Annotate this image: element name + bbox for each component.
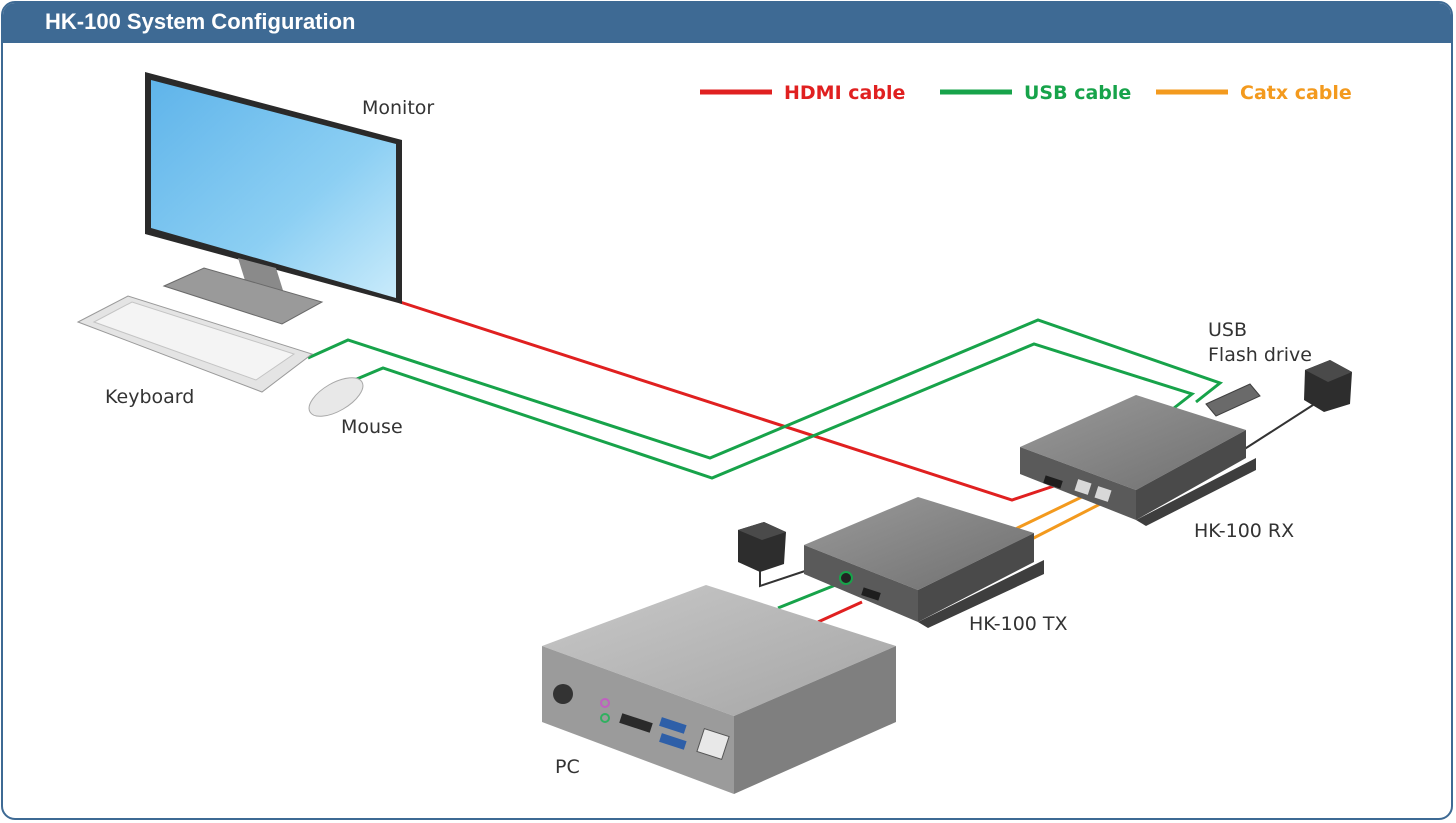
- page-title: HK-100 System Configuration: [45, 9, 356, 34]
- legend-usb-label: USB cable: [1024, 82, 1131, 104]
- pc-audio-port-1: [600, 698, 610, 708]
- usb-flash-drive: [1205, 383, 1261, 417]
- power-adapter-tx: [738, 522, 786, 572]
- rx-side: [1136, 430, 1246, 520]
- monitor-screen: [151, 80, 396, 298]
- power-cable-rx: [1242, 404, 1314, 451]
- tx-usb-port: [839, 571, 853, 585]
- rx-top: [1020, 395, 1246, 490]
- rx-hdmi-port: [1043, 475, 1063, 489]
- tx-side: [918, 533, 1034, 622]
- catx-cable-2: [1019, 498, 1109, 547]
- mouse-body: [308, 377, 364, 417]
- label-usb-line2: Flash drive: [1208, 344, 1312, 366]
- pc: [542, 585, 896, 794]
- legend-catx-label: Catx cable: [1240, 82, 1352, 104]
- header-bar: HK-100 System Configuration: [3, 3, 1451, 43]
- tx-hdmi-port: [861, 587, 881, 601]
- hdmi-cable-pc-tx: [817, 600, 863, 624]
- pc-usb-port-1: [659, 717, 687, 734]
- flash-drive-body: [1205, 383, 1261, 417]
- label-usb-line1: USB: [1208, 319, 1247, 341]
- legend-hdmi-label: HDMI cable: [784, 82, 905, 104]
- label-pc: PC: [555, 756, 580, 778]
- pc-hdmi-port: [619, 713, 653, 733]
- legend: HDMI cable USB cable Catx cable: [700, 82, 1352, 104]
- label-hk100-tx: HK-100 TX: [969, 613, 1068, 635]
- mouse: [308, 377, 364, 417]
- rx-flange: [1136, 458, 1256, 526]
- label-keyboard: Keyboard: [105, 386, 194, 408]
- usb-cable-keyboard-rx: [307, 318, 1224, 460]
- monitor-stand: [162, 267, 324, 325]
- pc-side: [734, 646, 896, 794]
- rx-rj45-port-1: [1074, 479, 1092, 495]
- tx-flange: [918, 560, 1044, 628]
- tx-front: [804, 545, 918, 622]
- pc-power-jack: [553, 684, 573, 704]
- label-monitor: Monitor: [362, 97, 434, 119]
- power-adapter-rx: [1304, 360, 1352, 412]
- label-hk100-rx: HK-100 RX: [1194, 520, 1294, 542]
- keyboard-keys: [92, 301, 296, 381]
- rx-rj45-port-2: [1094, 486, 1112, 502]
- usb-cable-pc-tx: [777, 582, 839, 610]
- hdmi-cable-monitor-rx: [399, 300, 1061, 502]
- usb-cable-mouse-rx: [344, 342, 1196, 480]
- keyboard: [76, 295, 314, 393]
- tx-top: [804, 497, 1034, 590]
- label-mouse: Mouse: [341, 416, 403, 438]
- pc-audio-port-2: [600, 713, 610, 723]
- hk100-rx-device: [1020, 395, 1256, 526]
- monitor: [145, 72, 402, 325]
- pc-ethernet-port: [696, 727, 730, 761]
- pc-usb-port-2: [659, 733, 687, 750]
- hk100-tx-device: [804, 497, 1044, 628]
- pc-top: [542, 585, 896, 716]
- power-cable-tx: [759, 568, 809, 588]
- cables: [307, 300, 1314, 624]
